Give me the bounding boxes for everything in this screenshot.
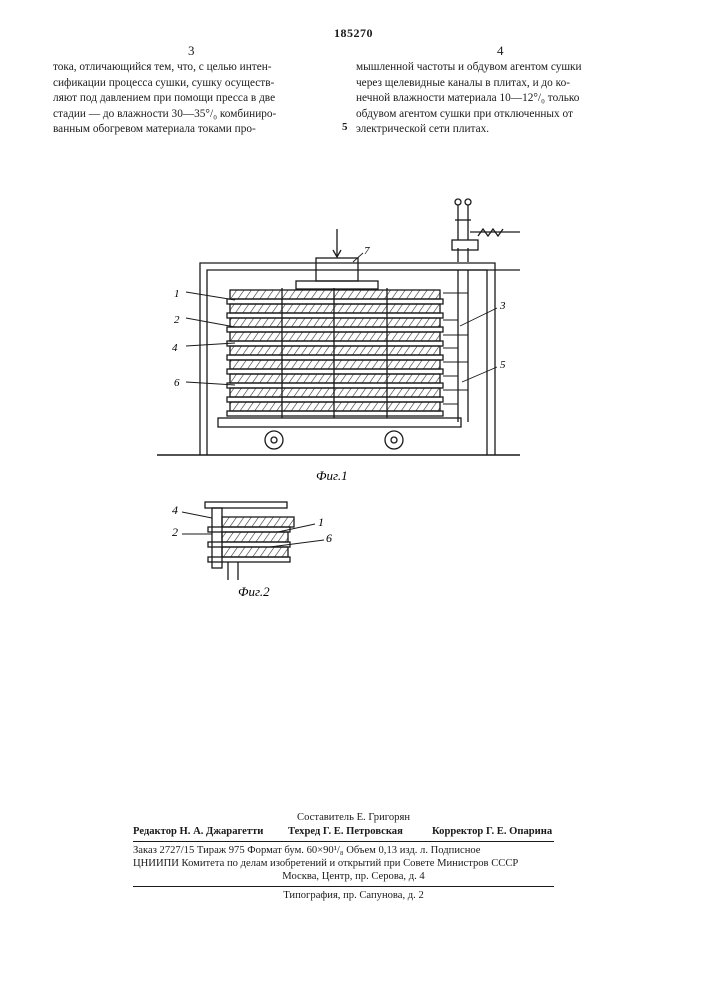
label-3: 3 bbox=[499, 300, 506, 312]
fig2-label-6: 6 bbox=[326, 531, 332, 545]
compiler-line: Составитель Е. Григорян bbox=[0, 812, 707, 825]
label-7: 7 bbox=[364, 245, 370, 257]
label-6: 6 bbox=[174, 377, 180, 389]
institute-line: ЦНИИПИ Комитета по делам изобретений и о… bbox=[133, 858, 554, 871]
techred-credit: Техред Г. Е. Петровская bbox=[288, 826, 403, 839]
divider-line bbox=[133, 886, 554, 887]
order-line: Заказ 2727/15 Тираж 975 Формат бум. 60×9… bbox=[133, 845, 554, 858]
label-1: 1 bbox=[174, 288, 180, 300]
fig2-label-1: 1 bbox=[318, 515, 324, 529]
typography-line: Типография, пр. Сапунова, д. 2 bbox=[0, 890, 707, 903]
figure-1-caption: Фиг.1 bbox=[316, 468, 348, 483]
figure-2-caption: Фиг.2 bbox=[238, 584, 270, 599]
corrector-credit: Корректор Г. Е. Опарина bbox=[432, 826, 552, 839]
label-2: 2 bbox=[174, 314, 180, 326]
divider-line bbox=[133, 841, 554, 842]
figure-1-drying-press-drawing: 1 2 4 6 7 3 5 Фиг.1 bbox=[0, 0, 707, 620]
editor-credit: Редактор Н. А. Джарагетти bbox=[133, 826, 263, 839]
fig2-label-2: 2 bbox=[172, 525, 178, 539]
label-5: 5 bbox=[500, 359, 506, 371]
address-line: Москва, Центр, пр. Серова, д. 4 bbox=[0, 871, 707, 884]
figure-2-plate-detail-drawing: 4 2 1 6 Фиг.2 bbox=[160, 490, 350, 600]
plate-stack bbox=[227, 290, 443, 416]
label-4: 4 bbox=[172, 342, 178, 354]
fig2-label-4: 4 bbox=[172, 503, 178, 517]
